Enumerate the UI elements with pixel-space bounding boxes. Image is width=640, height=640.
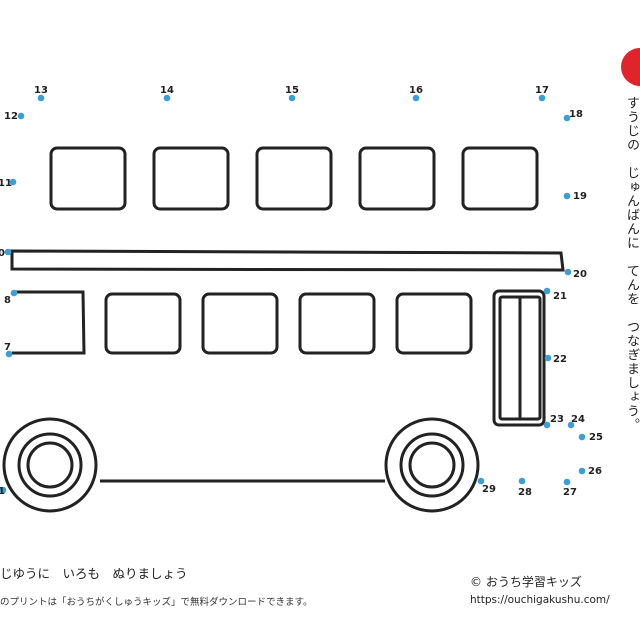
dot-13: [37, 94, 45, 102]
dot-24: [567, 421, 575, 429]
dot-18: [563, 114, 571, 122]
upper-window: [461, 146, 539, 211]
upper-window: [152, 146, 230, 211]
dot-7: [5, 350, 13, 358]
lower-window: [201, 292, 279, 355]
dot-19: [563, 192, 571, 200]
dot-number-14: 14: [160, 85, 174, 96]
dot-number-12: 12: [4, 111, 18, 122]
front-window: [12, 290, 86, 355]
dot-number-22: 22: [553, 354, 567, 365]
dot-number-17: 17: [535, 85, 549, 96]
dot-12: [17, 112, 25, 120]
dot-17: [538, 94, 546, 102]
dot-number-11: 11: [0, 178, 12, 189]
red-corner-mark: [621, 48, 640, 86]
dot-number-16: 16: [409, 85, 423, 96]
upper-window: [358, 146, 436, 211]
dot-number-21: 21: [553, 291, 567, 302]
dot-25: [578, 433, 586, 441]
deck-divider-strip: [10, 249, 565, 272]
dot-number-8: 8: [4, 295, 11, 306]
dot-number-13: 13: [34, 85, 48, 96]
dot-8: [10, 289, 18, 297]
upper-deck-windows: [49, 146, 539, 211]
dot-number-1: 1: [0, 486, 5, 497]
rear-wheel: [384, 417, 480, 513]
dot-20: [564, 268, 572, 276]
upper-window: [255, 146, 333, 211]
dot-number-27: 27: [563, 487, 577, 498]
dot-22: [544, 354, 552, 362]
dot-number-25: 25: [589, 432, 603, 443]
dot-number-15: 15: [285, 85, 299, 96]
dot-number-18: 18: [569, 109, 583, 120]
dot-23: [543, 421, 551, 429]
lower-window: [104, 292, 182, 355]
dot-11: [9, 178, 17, 186]
dot-number-24: 24: [571, 414, 585, 425]
dot-21: [543, 287, 551, 295]
rear-door: [492, 289, 546, 427]
dot-26: [578, 467, 586, 475]
dot-1: [0, 486, 7, 494]
dot-0: [4, 248, 12, 256]
dot-16: [412, 94, 420, 102]
coloring-instruction: じゆうに いろも ぬりましょう: [0, 566, 188, 581]
dot-27: [563, 478, 571, 486]
print-note: のプリントは「おうちがくしゅうキッズ」で無料ダウンロードできます。: [0, 597, 313, 608]
dot-29: [477, 477, 485, 485]
site-url: https://ouchigakushu.com/: [470, 594, 610, 606]
numbered-dots: 7 8 0 11 12 13 14 15 16 17 18 19 20 21 22 23 24 25 26 27 28 2…: [0, 85, 603, 498]
front-wheel: [2, 417, 98, 513]
dot-number-23: 23: [550, 414, 564, 425]
dot-number-20: 20: [573, 269, 587, 280]
dot-number-26: 26: [588, 466, 602, 477]
dot-number-7: 7: [4, 342, 11, 353]
lower-deck-windows: [104, 292, 473, 355]
upper-window: [49, 146, 127, 211]
lower-window: [298, 292, 376, 355]
dot-number-19: 19: [573, 191, 587, 202]
dot-15: [288, 94, 296, 102]
lower-window: [395, 292, 473, 355]
dot-14: [163, 94, 171, 102]
copyright-text: © おうち学習キッズ: [470, 575, 582, 589]
dot-number-28: 28: [518, 487, 532, 498]
vertical-instruction: すうじの じゅんばんに てんを つなぎましょう。: [624, 96, 639, 432]
dot-number-29: 29: [482, 484, 496, 495]
dot-number-0: 0: [0, 248, 5, 259]
dot-28: [518, 477, 526, 485]
